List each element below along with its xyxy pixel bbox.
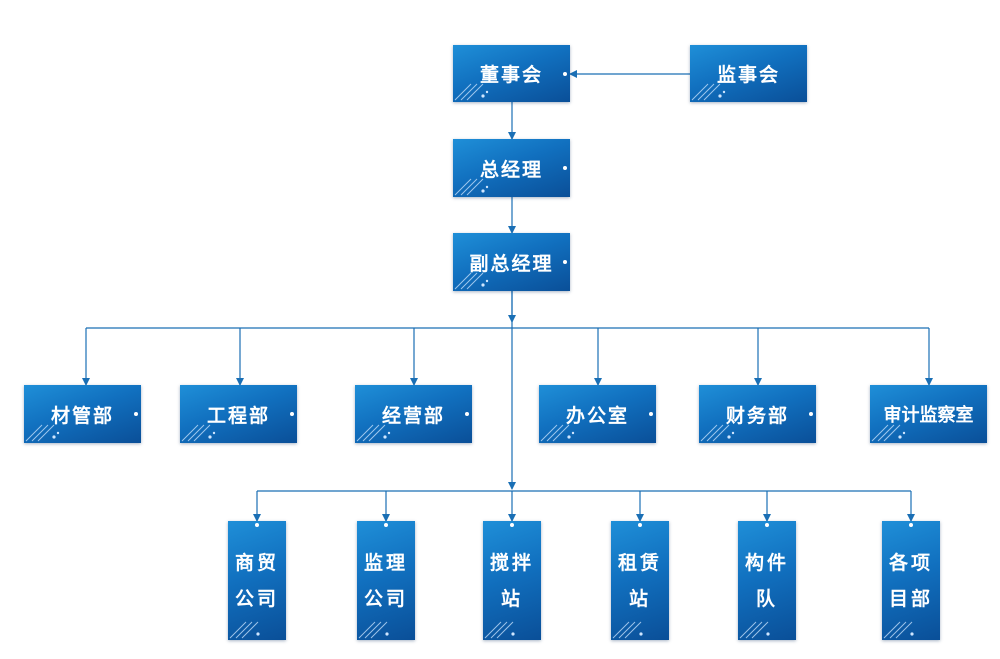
supervisors-box: 监事会 [690, 45, 807, 102]
dept-label: 经营部 [381, 404, 445, 427]
subsidiary-box: 租赁站 [611, 521, 669, 640]
connector-dot [134, 412, 138, 416]
dept-label: 审计监察室 [883, 405, 974, 426]
connector-dot [638, 523, 642, 527]
dept-label: 财务部 [725, 404, 789, 427]
connector-dot [765, 523, 769, 527]
connector-dot [563, 166, 567, 170]
connector-dot [649, 412, 653, 416]
connector-dot [909, 523, 913, 527]
connector-dot [809, 412, 813, 416]
subsidiary-box: 监理公司 [357, 521, 415, 640]
connector-dot [384, 523, 388, 527]
dept-label: 工程部 [206, 404, 270, 427]
connector-dot [290, 412, 294, 416]
subsidiary-label: 商贸公司 [235, 551, 280, 610]
decorative-stripes-icon [739, 621, 770, 639]
subsidiary-box: 构件队 [738, 521, 796, 640]
connector-dot [255, 523, 259, 527]
subsidiary-label: 各项目部 [889, 551, 934, 610]
dept-box: 财务部 [699, 385, 816, 443]
dept-label: 材管部 [50, 404, 114, 427]
subsidiary-label: 构件队 [745, 551, 790, 610]
board-label: 董事会 [479, 64, 543, 86]
decorative-stripes-icon [358, 621, 389, 639]
dept-box: 办公室 [539, 385, 656, 443]
connector-dot [465, 412, 469, 416]
subsidiary-box: 商贸公司 [228, 521, 286, 640]
decorative-stripes-icon [229, 621, 260, 639]
dept-box: 工程部 [180, 385, 297, 443]
connector-dot [563, 260, 567, 264]
decorative-stripes-icon [883, 621, 914, 639]
deputy-gm-box: 副总经理 [453, 233, 570, 291]
deputy-gm-label: 副总经理 [469, 252, 554, 275]
decorative-stripes-icon [484, 621, 515, 639]
connector-dot [563, 71, 567, 76]
gm-label: 总经理 [479, 158, 543, 181]
supervisors-label: 监事会 [716, 64, 780, 86]
dept-box: 审计监察室 [870, 385, 987, 443]
connector-dot [510, 523, 514, 527]
subsidiary-box: 搅拌站 [483, 521, 541, 640]
decorative-stripes-icon [612, 621, 643, 639]
dept-box: 经营部 [355, 385, 472, 443]
subsidiary-box: 各项目部 [882, 521, 940, 640]
gm-box: 总经理 [453, 139, 570, 197]
subsidiary-label: 租赁站 [618, 551, 663, 610]
dept-box: 材管部 [24, 385, 141, 443]
dept-label: 办公室 [565, 404, 629, 427]
subsidiary-label: 监理公司 [364, 551, 409, 610]
board-box: 董事会 [453, 45, 570, 102]
subsidiary-label: 搅拌站 [490, 551, 535, 610]
